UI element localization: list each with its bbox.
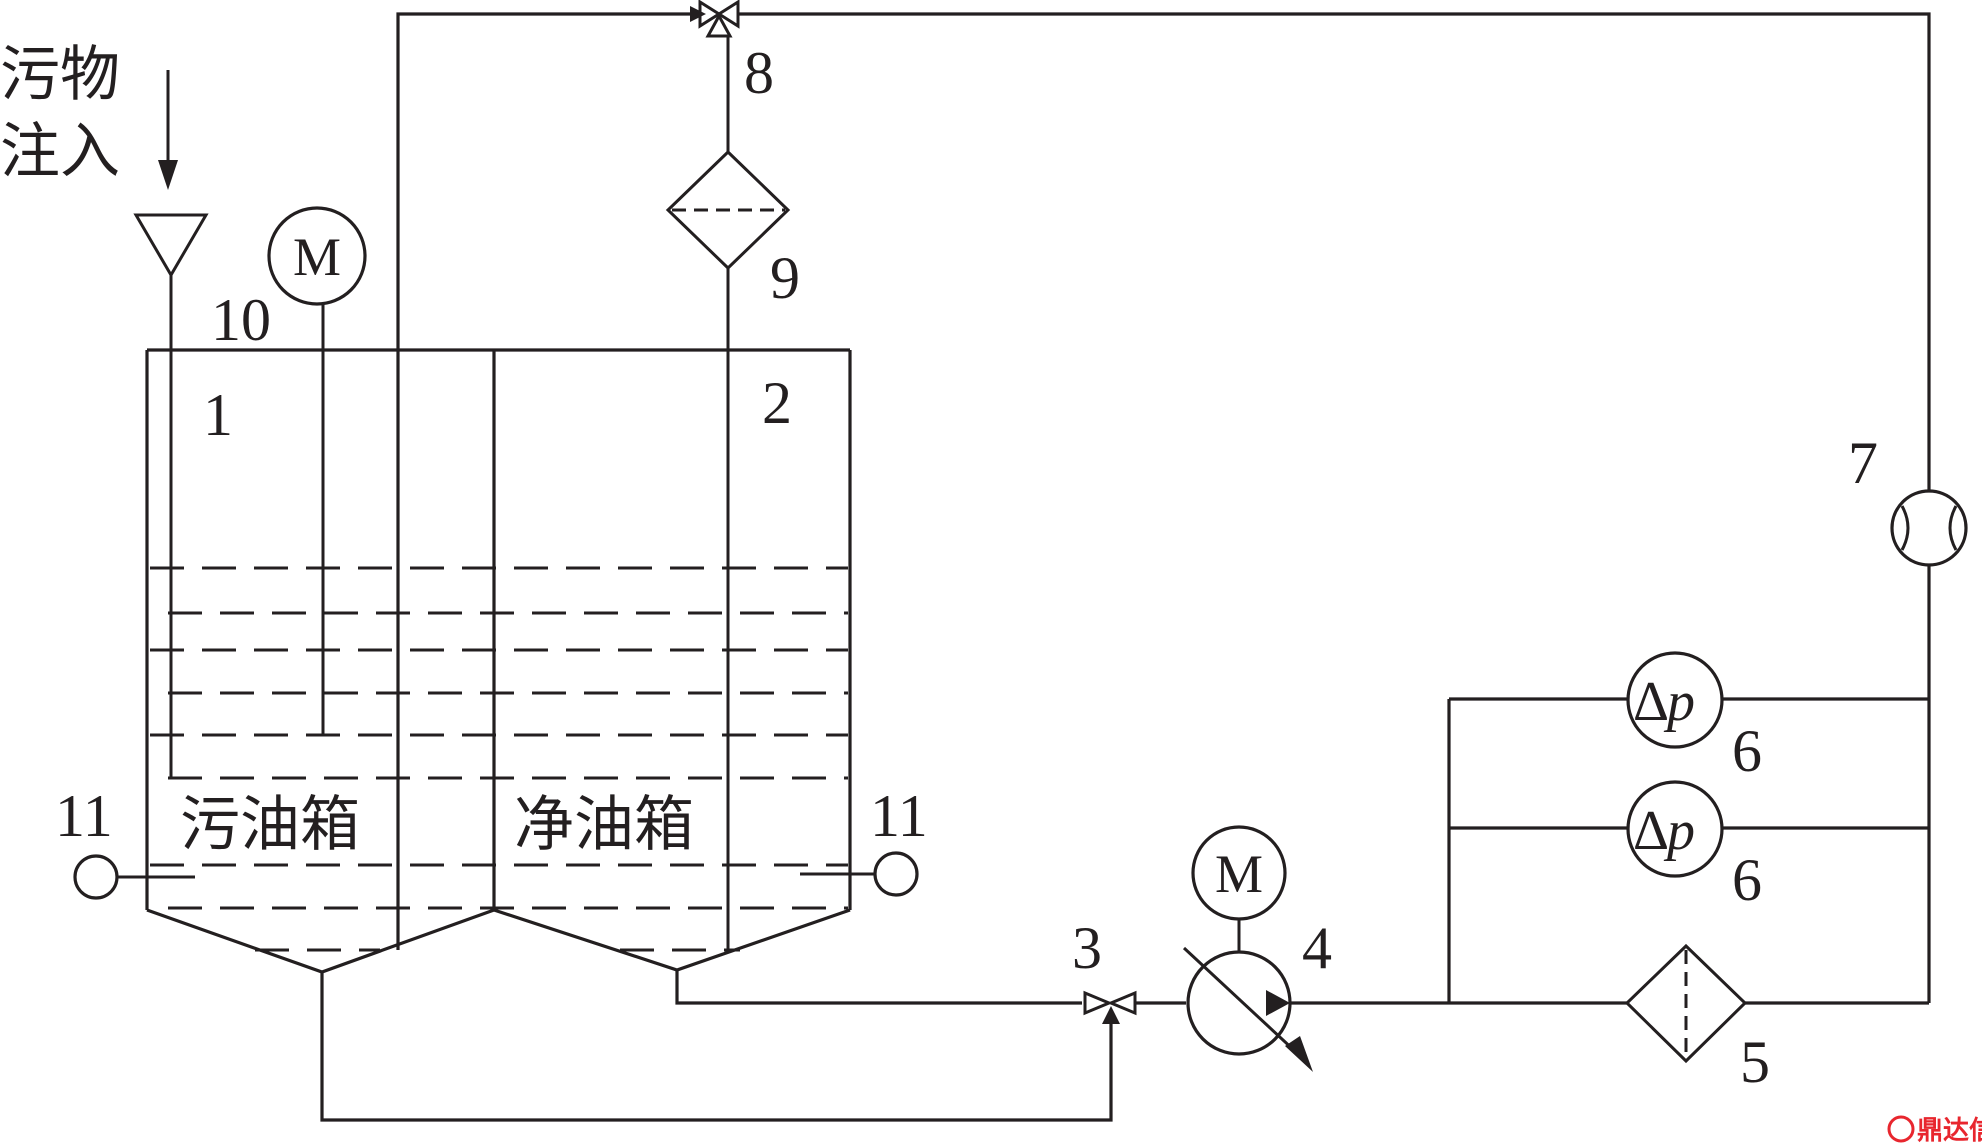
suction-piping	[320, 970, 1186, 1122]
watermark-text: 鼎达信	[1917, 1116, 1982, 1146]
label-9: 9	[770, 245, 800, 311]
flow-meter-7	[1890, 489, 1968, 567]
test-filter-5	[1624, 943, 1748, 1064]
dp-p-upper: p	[1663, 671, 1695, 733]
label-5: 5	[1740, 1029, 1770, 1095]
label-1: 1	[203, 382, 233, 448]
dp-delta-upper: Δ	[1633, 671, 1669, 733]
filter-9	[665, 149, 791, 950]
label-6-upper: 6	[1732, 718, 1762, 784]
label-4: 4	[1302, 915, 1332, 981]
label-10: 10	[211, 287, 271, 353]
label-11-left: 11	[55, 783, 113, 849]
level-gauge-right	[800, 851, 919, 897]
label-6-lower: 6	[1732, 847, 1762, 913]
return-line	[396, 0, 1931, 950]
label-2: 2	[762, 370, 792, 436]
dp-delta-lower: Δ	[1633, 800, 1669, 862]
label-8: 8	[744, 40, 774, 106]
pump-motor-label: M	[1215, 844, 1263, 904]
watermark-logo: 鼎达信	[1887, 1115, 1982, 1146]
dirty-tank-label: 污油箱	[180, 790, 360, 860]
text-labels: 污物 注入 污油箱 净油箱 1 2 3 4 5 6 6 7 8 9 10 11 …	[0, 40, 1878, 1095]
pressure-line	[1290, 566, 1931, 1005]
label-11-right: 11	[870, 783, 928, 849]
injection-label-line1: 污物	[0, 40, 120, 110]
label-3: 3	[1072, 915, 1102, 981]
contaminant-injection-funnel	[133, 70, 209, 778]
injection-label-line2: 注入	[0, 117, 120, 187]
dp-p-lower: p	[1663, 800, 1695, 862]
label-7: 7	[1848, 430, 1878, 496]
level-gauge-left	[73, 854, 195, 900]
clean-tank-label: 净油箱	[514, 790, 694, 860]
dp-gauge-lower: Δ p	[1626, 780, 1724, 878]
dp-gauge-upper: Δ p	[1626, 651, 1724, 749]
stirrer-motor-label: M	[293, 227, 341, 287]
tank-outline	[145, 348, 852, 974]
variable-pump-4: M	[1182, 825, 1313, 1072]
oil-level-lines	[150, 566, 848, 952]
stirrer-motor: M	[267, 206, 367, 735]
